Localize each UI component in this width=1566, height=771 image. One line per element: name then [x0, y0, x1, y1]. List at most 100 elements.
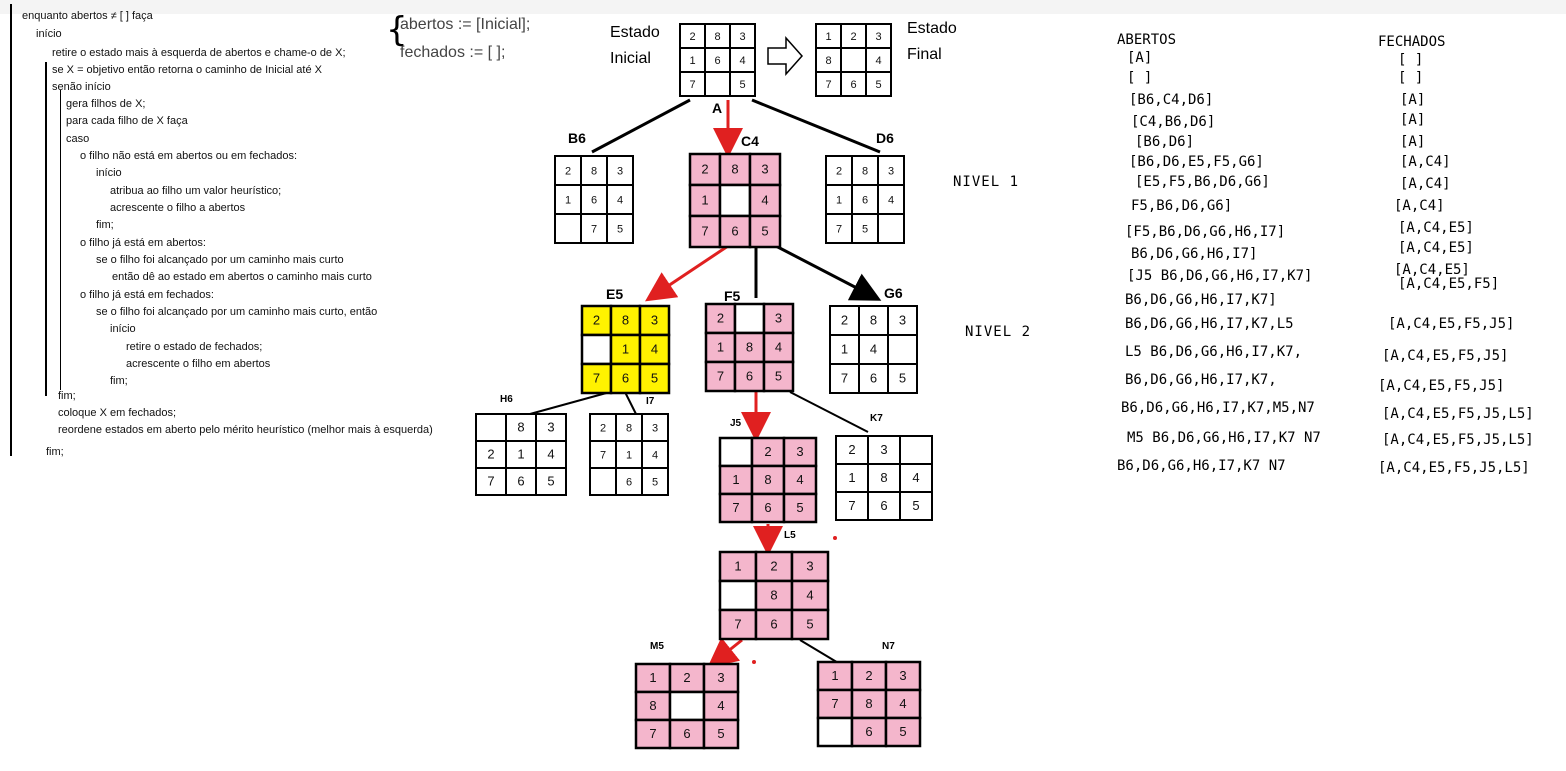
node-label-H6: H6	[500, 394, 513, 405]
algo-line: senão início	[52, 81, 111, 93]
algo-line: gera filhos de X;	[66, 98, 146, 110]
puzzle-tile: 4	[875, 55, 881, 67]
puzzle-tile: 3	[806, 559, 813, 574]
node-label-D6: D6	[876, 130, 894, 146]
puzzle-tile: 7	[848, 498, 855, 513]
fechados-row: [A,C4,E5,F5,J5]	[1382, 348, 1509, 364]
puzzle-tile: 1	[622, 342, 629, 357]
puzzle-tile: 6	[626, 477, 632, 489]
fechados-row: [A,C4,E5]	[1394, 262, 1470, 278]
puzzle-cell	[580, 213, 608, 244]
abertos-row: [C4,B6,D6]	[1131, 114, 1216, 130]
puzzle-cell	[638, 362, 671, 395]
red-dot	[752, 660, 756, 664]
algo-line: o filho já está em fechados:	[80, 289, 214, 301]
puzzle-tile: 5	[547, 474, 554, 489]
fechados-row: [A,C4,E5]	[1398, 240, 1474, 256]
puzzle-tile: 8	[591, 166, 597, 178]
puzzle-tile: 3	[880, 442, 887, 457]
puzzle-cell	[816, 660, 854, 692]
puzzle-tile: 4	[899, 696, 906, 711]
algo-line: reordene estados em aberto pelo mérito h…	[58, 424, 433, 436]
puzzle-cell	[718, 183, 752, 218]
puzzle-cell	[668, 690, 706, 722]
fechados-row: [ ]	[1398, 52, 1424, 68]
algorithm-bracket-outer	[10, 4, 12, 456]
puzzle-tile: 3	[717, 670, 724, 685]
node-label-L5: L5	[784, 530, 796, 541]
estado-inicial-label-1: Estado	[610, 24, 660, 41]
fechados-title: FECHADOS	[1378, 34, 1446, 50]
puzzle-tile: 7	[600, 450, 606, 462]
puzzle-cell	[825, 213, 853, 244]
puzzle-tile: 2	[848, 442, 855, 457]
edge-E5-I7	[624, 391, 637, 415]
puzzle-cell	[704, 23, 731, 49]
abertos-row: [B6,D6,E5,F5,G6]	[1129, 154, 1264, 170]
puzzle-tile: 7	[831, 696, 838, 711]
puzzle-tile: 7	[717, 369, 724, 384]
puzzle-tile: 3	[775, 311, 782, 326]
node-label-N7: N7	[882, 641, 895, 652]
puzzle-tile: 3	[888, 166, 894, 178]
puzzle-tile: 5	[652, 477, 658, 489]
node-label-I7: I7	[646, 396, 655, 407]
puzzle-tile: 4	[775, 340, 782, 355]
puzzle-tile: 6	[591, 195, 597, 207]
puzzle-cell	[762, 360, 795, 393]
puzzle-tile: 3	[652, 423, 658, 435]
node-label-B6: B6	[568, 130, 586, 146]
abertos-row: B6,D6,G6,H6,I7,K7,M5,N7	[1121, 400, 1315, 416]
puzzle-tile: 1	[734, 559, 741, 574]
puzzle-cell	[641, 413, 669, 442]
fechados-row: [A,C4,E5,F5,J5,L5]	[1382, 432, 1534, 448]
puzzle-tile: 2	[487, 447, 494, 462]
puzzle-cell	[825, 184, 853, 215]
puzzle-tile: 3	[547, 420, 554, 435]
puzzle-tile: 7	[701, 224, 708, 239]
puzzle-tile: 5	[862, 224, 868, 236]
puzzle-tile: 3	[875, 31, 881, 43]
puzzle-cell	[733, 302, 766, 335]
algo-line: o filho já está em abertos:	[80, 237, 206, 249]
algo-line: acrescente o filho em abertos	[126, 358, 271, 370]
puzzle-cell	[835, 435, 869, 465]
puzzle-tile: 4	[739, 55, 745, 67]
abertos-row: B6,D6,G6,H6,I7,K7]	[1125, 292, 1277, 308]
puzzle-cell	[634, 662, 672, 694]
puzzle-cell	[475, 413, 507, 442]
puzzle-cell	[704, 360, 737, 393]
abertos-row: [E5,F5,B6,D6,G6]	[1135, 174, 1270, 190]
puzzle-tile: 7	[734, 617, 741, 632]
top-bar	[0, 0, 1566, 14]
abertos-row: [J5 B6,D6,G6,H6,I7,K7]	[1127, 268, 1313, 284]
puzzle-tile: 8	[622, 313, 629, 328]
puzzle-cell	[750, 436, 786, 468]
abertos-row: [F5,B6,D6,G6,H6,I7]	[1125, 224, 1286, 240]
puzzle-cell	[704, 331, 737, 364]
puzzle-cell	[887, 305, 918, 336]
puzzle-tile: 8	[714, 31, 720, 43]
puzzle-tile: 6	[850, 79, 856, 91]
abertos-row: [A]	[1127, 50, 1153, 66]
puzzle-tile: 8	[731, 162, 738, 177]
puzzle-tile: 6	[764, 500, 771, 515]
init-fechados: fechados := [ ];	[400, 44, 506, 61]
puzzle-tile: 8	[626, 423, 632, 435]
puzzle-cell	[877, 155, 905, 186]
puzzle-tile: 7	[732, 500, 739, 515]
puzzle-tile: 2	[717, 311, 724, 326]
puzzle-cell	[580, 184, 608, 215]
puzzle-tile: 2	[836, 166, 842, 178]
puzzle-cell	[829, 363, 860, 394]
puzzle-tile: 1	[701, 193, 708, 208]
algo-line: então dê ao estado em abertos o caminho …	[112, 271, 372, 283]
puzzle-tile: 8	[764, 472, 771, 487]
puzzle-tile: 2	[865, 668, 872, 683]
edge-A-D6	[751, 98, 881, 154]
puzzle-tile: 2	[593, 313, 600, 328]
puzzle-cell	[762, 331, 795, 364]
